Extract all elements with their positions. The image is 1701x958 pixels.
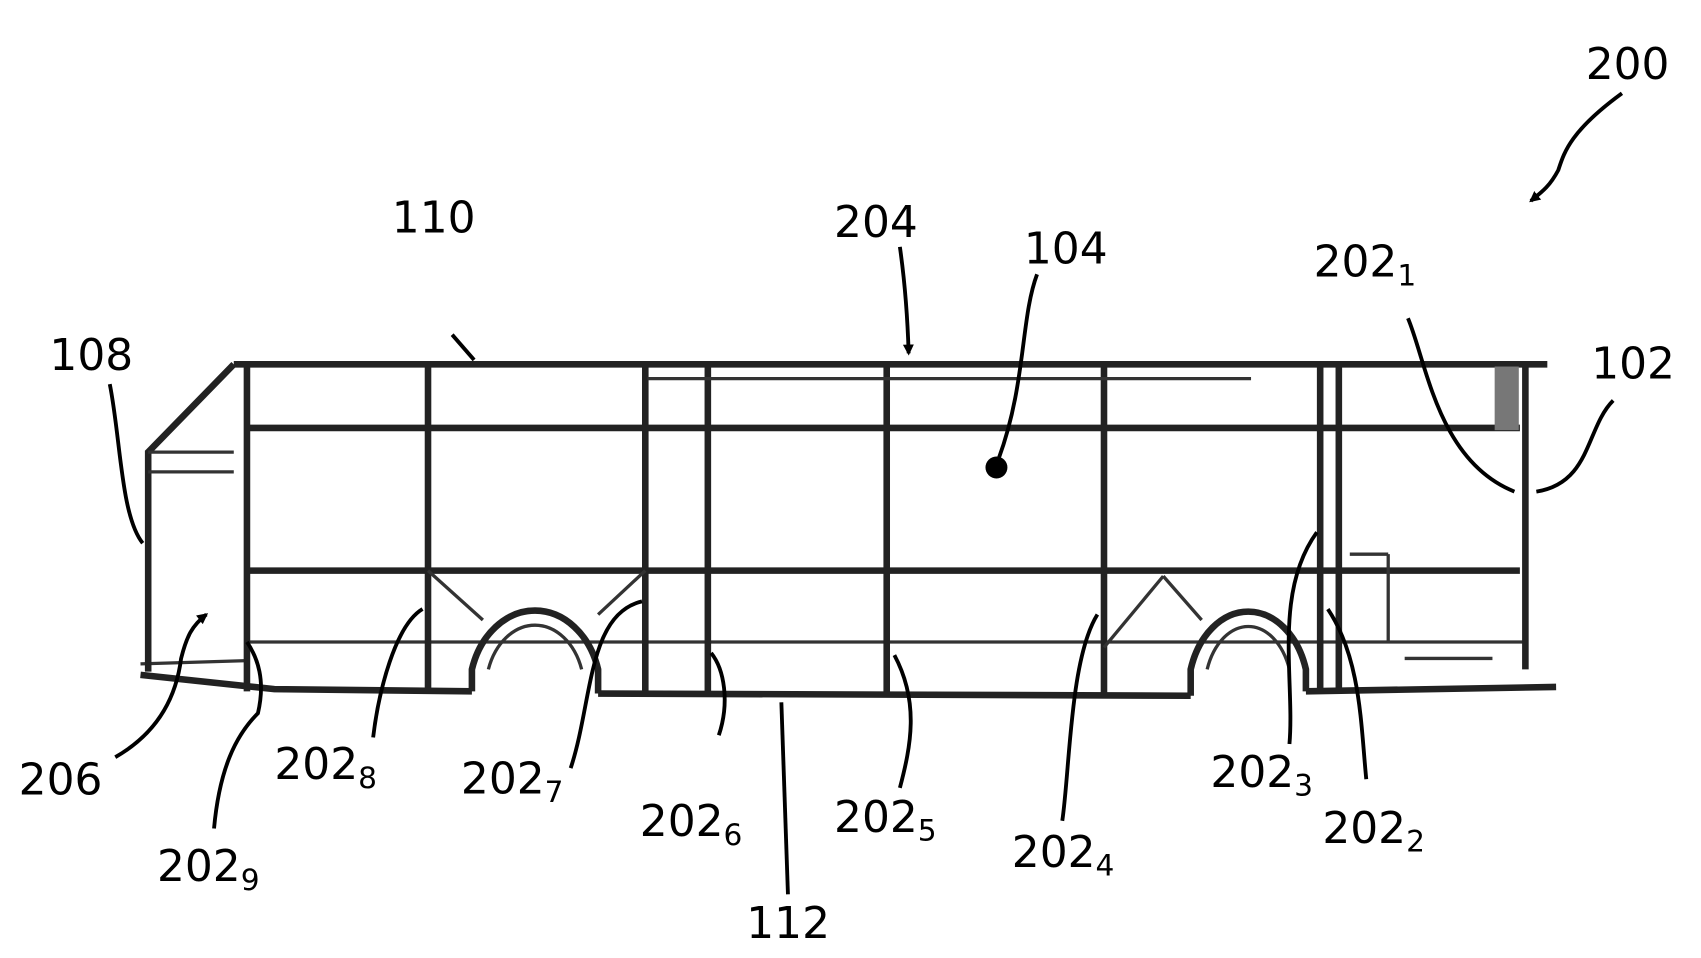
label-202-9: 2029 — [157, 841, 260, 897]
label-202-7: 2027 — [461, 753, 564, 809]
bus-frame-structure — [140, 361, 1557, 700]
reference-labels: 200 110 204 104 2021 102 108 206 2029 20… — [19, 39, 1675, 949]
label-110: 110 — [392, 193, 476, 244]
label-202-6: 2026 — [640, 796, 743, 852]
label-108: 108 — [49, 330, 133, 381]
label-202-3: 2023 — [1210, 747, 1313, 803]
label-202-4: 2024 — [1012, 827, 1115, 883]
label-206: 206 — [19, 754, 103, 805]
label-202-5: 2025 — [834, 792, 937, 848]
label-202-1: 2021 — [1314, 237, 1417, 293]
label-112: 112 — [746, 898, 830, 949]
label-102: 102 — [1591, 339, 1675, 390]
centroid-dot — [985, 456, 1008, 479]
label-104: 104 — [1024, 223, 1108, 274]
label-202-2: 2022 — [1322, 803, 1425, 859]
leader-lines — [107, 91, 1624, 895]
label-200: 200 — [1586, 39, 1670, 90]
label-202-8: 2028 — [274, 739, 377, 795]
label-204: 204 — [834, 197, 918, 248]
